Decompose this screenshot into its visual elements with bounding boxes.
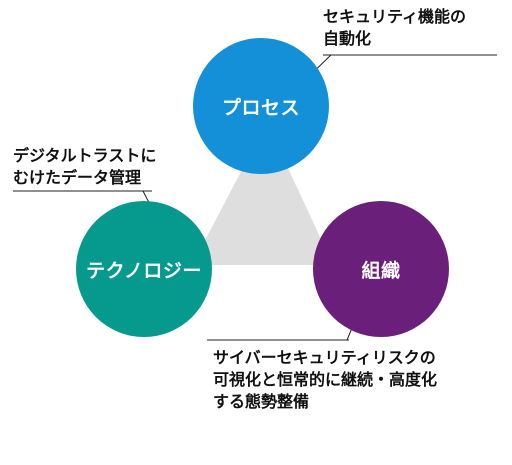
process-note: セキュリティ機能の 自動化 (323, 6, 466, 50)
technology-circle-label: テクノロジー (86, 259, 202, 282)
technology-note-line: デジタルトラストに (13, 146, 157, 165)
organization-circle: 組織 (313, 201, 449, 337)
process-note-line: 自動化 (323, 29, 372, 48)
technology-note: デジタルトラストに むけたデータ管理 (13, 145, 156, 189)
central-triangle (192, 166, 333, 265)
organization-note-line: する態勢整備 (213, 392, 310, 411)
organization-circle-label: 組織 (361, 259, 401, 282)
technology-circle: テクノロジー (76, 201, 212, 337)
organization-note: サイバーセキュリティリスクの 可視化と恒常的に継続・高度化 する態勢整備 (213, 347, 437, 413)
organization-note-line: 可視化と恒常的に継続・高度化 (213, 370, 438, 389)
process-note-line: セキュリティ機能の (323, 7, 467, 26)
process-circle-label: プロセス (221, 96, 300, 119)
process-circle: プロセス (193, 38, 329, 174)
technology-note-line: むけたデータ管理 (13, 168, 142, 187)
organization-note-line: サイバーセキュリティリスクの (213, 348, 436, 367)
